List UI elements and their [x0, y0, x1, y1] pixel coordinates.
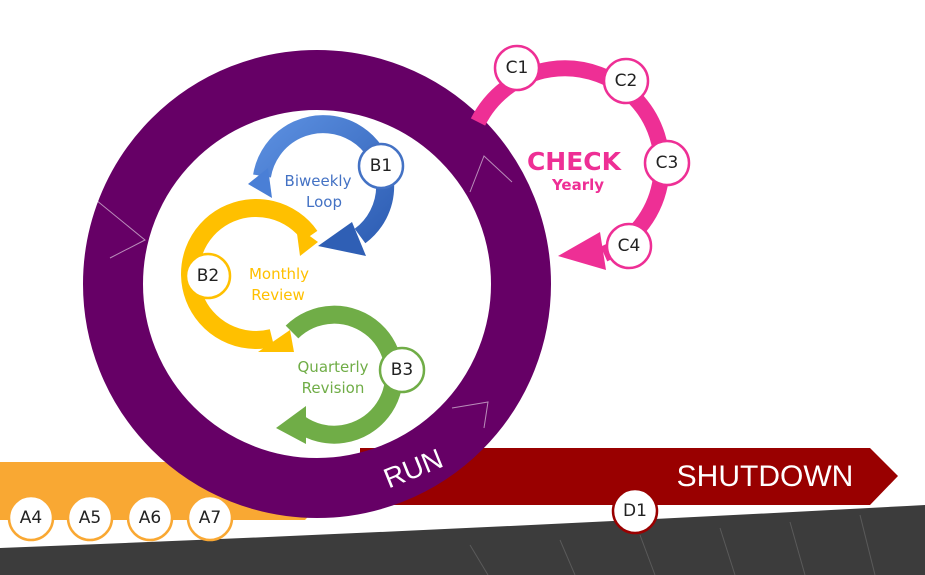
- shutdown-arrow: SHUTDOWN: [360, 448, 898, 505]
- svg-text:C3: C3: [656, 153, 679, 173]
- svg-text:A7: A7: [199, 508, 221, 528]
- node-c2: C2: [602, 57, 650, 105]
- node-a4: A4: [7, 494, 55, 542]
- run-ring: RUN: [83, 50, 551, 518]
- monthly-loop: Monthly Review: [181, 199, 318, 352]
- svg-text:A5: A5: [79, 508, 101, 528]
- svg-text:B1: B1: [370, 156, 392, 176]
- biweekly-label-line1: Biweekly: [285, 172, 352, 190]
- svg-text:A4: A4: [20, 508, 42, 528]
- biweekly-label-line2: Loop: [306, 193, 342, 211]
- quarterly-label-line1: Quarterly: [298, 358, 369, 376]
- svg-text:C2: C2: [615, 71, 638, 91]
- svg-text:B3: B3: [391, 360, 413, 380]
- node-a6: A6: [126, 494, 174, 542]
- node-b3: B3: [378, 346, 426, 394]
- node-b2: B2: [184, 252, 232, 300]
- svg-text:B2: B2: [197, 266, 219, 286]
- svg-text:D1: D1: [623, 501, 647, 521]
- quarterly-loop: Quarterly Revision: [276, 305, 404, 444]
- svg-text:C4: C4: [618, 236, 641, 256]
- node-c4: C4: [605, 222, 653, 270]
- biweekly-loop: Biweekly Loop: [248, 115, 395, 256]
- svg-text:C1: C1: [506, 58, 529, 78]
- node-d1: D1: [611, 487, 659, 535]
- svg-text:A6: A6: [139, 508, 161, 528]
- node-b1: B1: [357, 142, 405, 190]
- monthly-label-line1: Monthly: [249, 265, 309, 283]
- node-c1: C1: [493, 44, 541, 92]
- node-c3: C3: [643, 139, 691, 187]
- quarterly-label-line2: Revision: [302, 379, 365, 397]
- node-a7: A7: [186, 494, 234, 542]
- check-title: CHECK: [527, 147, 623, 176]
- bottom-band: [0, 501, 925, 575]
- check-subtitle: Yearly: [551, 176, 604, 194]
- monthly-label-line2: Review: [251, 286, 305, 304]
- node-a5: A5: [66, 494, 114, 542]
- shutdown-label: SHUTDOWN: [677, 460, 854, 493]
